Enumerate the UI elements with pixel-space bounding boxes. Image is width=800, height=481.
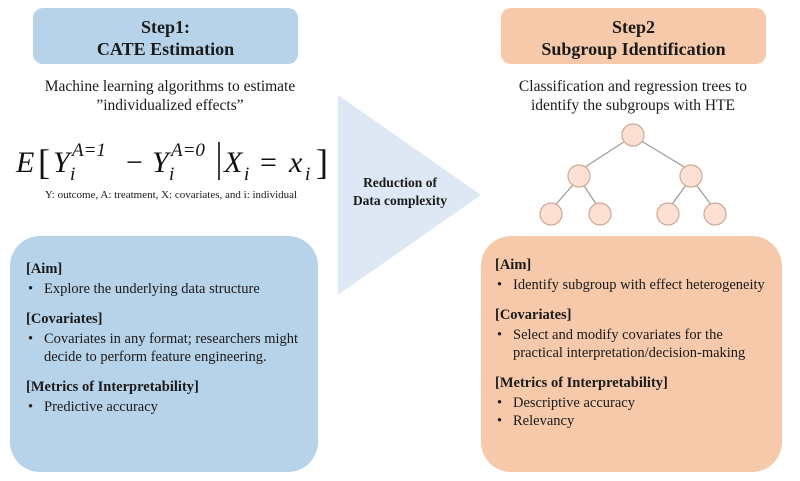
tree-leaf-2: [588, 202, 612, 226]
formula-x-upper-sub: i: [244, 164, 249, 184]
step2-subtitle: Subgroup Identification: [541, 39, 726, 59]
formula-x-lower: x: [288, 146, 303, 179]
step1-desc-line1: Machine learning algorithms to estimate: [44, 78, 296, 95]
aim-section: [Aim] Identify subgroup with effect hete…: [495, 256, 768, 294]
tree-leaf-4: [703, 202, 727, 226]
cate-formula: E [ Y i A=1 − Y i A=0 X i = x i ]: [15, 140, 328, 184]
step2-header: Step2 Subgroup Identification: [501, 8, 766, 64]
step1-title: Step1:: [141, 17, 190, 37]
tree-leaf-3: [656, 202, 680, 226]
tree-node-right: [679, 164, 703, 188]
step2-desc-line2: identify the subgroups with HTE: [530, 97, 736, 114]
formula-y0-sub: i: [169, 164, 174, 184]
aim-item: Identify subgroup with effect heterogene…: [495, 276, 768, 294]
reduction-label-line1: Reduction of: [363, 175, 437, 190]
formula-minus: −: [126, 146, 143, 179]
reduction-label-line2: Data complexity: [352, 193, 448, 208]
step1-description: Machine learning algorithms to estimate …: [20, 77, 320, 115]
formula-x-upper: X: [223, 146, 244, 179]
aim-title: [Aim]: [26, 261, 63, 277]
step2-title: Step2: [611, 17, 655, 37]
formula-e: E: [15, 146, 34, 179]
formula-y1-sup: A=1: [70, 140, 106, 161]
covariates-title: [Covariates]: [26, 311, 103, 327]
formula-equals: =: [260, 146, 277, 179]
reduction-label: Reduction of Data complexity: [336, 174, 464, 210]
cate-details-panel: [Aim] Explore the underlying data struct…: [10, 236, 318, 472]
step2-description: Classification and regression trees to i…: [473, 77, 793, 115]
subgroup-details-panel: [Aim] Identify subgroup with effect hete…: [481, 236, 782, 472]
formula-open-bracket: [: [38, 142, 50, 182]
tree-leaf-1: [539, 202, 563, 226]
covariates-item: Covariates in any format; researchers mi…: [26, 330, 302, 366]
metrics-title: [Metrics of Interpretability]: [495, 375, 668, 391]
metrics-section: [Metrics of Interpretability] Predictive…: [26, 378, 302, 416]
covariates-section: [Covariates] Covariates in any format; r…: [26, 310, 302, 366]
metrics-item: Descriptive accuracy: [495, 394, 768, 412]
covariates-title: [Covariates]: [495, 307, 572, 323]
aim-title: [Aim]: [495, 257, 532, 273]
step1-desc-line2: ”individualized effects”: [96, 97, 244, 114]
covariates-item: Select and modify covariates for the pra…: [495, 326, 768, 362]
formula-y0-sup: A=0: [169, 140, 205, 161]
aim-item: Explore the underlying data structure: [26, 280, 302, 298]
formula-y1-sub: i: [70, 164, 75, 184]
metrics-item: Predictive accuracy: [26, 398, 302, 416]
formula-y1: Y: [53, 146, 73, 179]
covariates-section: [Covariates] Select and modify covariate…: [495, 306, 768, 362]
reduction-arrow: [338, 95, 481, 295]
tree-node-left: [567, 164, 591, 188]
tree-root-node: [621, 123, 645, 147]
step1-header: Step1: CATE Estimation: [33, 8, 298, 64]
step1-subtitle: CATE Estimation: [96, 39, 235, 59]
formula-x-lower-sub: i: [305, 164, 310, 184]
step2-desc-line1: Classification and regression trees to: [518, 78, 748, 95]
metrics-item: Relevancy: [495, 412, 768, 430]
formula-y0: Y: [152, 146, 172, 179]
formula-note: Y: outcome, A: treatment, X: covariates,…: [44, 189, 298, 201]
metrics-section: [Metrics of Interpretability] Descriptiv…: [495, 374, 768, 430]
metrics-title: [Metrics of Interpretability]: [26, 379, 199, 395]
aim-section: [Aim] Explore the underlying data struct…: [26, 260, 302, 298]
formula-close-bracket: ]: [316, 142, 328, 182]
decision-tree-icon: [539, 123, 727, 226]
